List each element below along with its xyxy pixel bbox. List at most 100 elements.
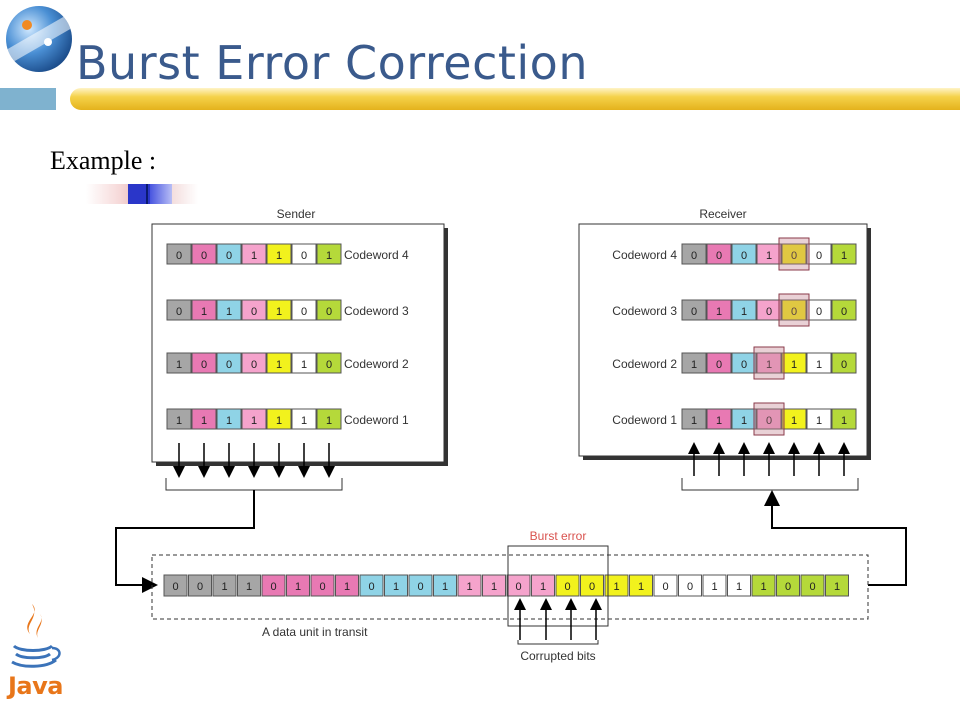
transit-bit-value: 1 (221, 581, 227, 593)
bit-value: 1 (176, 415, 182, 427)
decorative-bar (86, 184, 198, 204)
java-logo (11, 604, 61, 668)
bit-value: 0 (301, 250, 307, 262)
bit-value: 0 (791, 306, 797, 318)
transit-bit-cell (261, 574, 286, 597)
bit-cell (291, 352, 317, 374)
burst-error-label: Burst error (530, 529, 587, 543)
bit-cell (831, 299, 857, 321)
codeword-label: Codeword 3 (612, 304, 677, 318)
bit-cell (731, 243, 757, 265)
bit-value: 0 (816, 306, 822, 318)
bit-value: 0 (691, 306, 697, 318)
transit-bit-cell (629, 574, 653, 597)
bit-value: 0 (176, 250, 182, 262)
transit-frame (151, 554, 869, 620)
bit-value: 1 (716, 306, 722, 318)
transit-bit-cell (482, 574, 506, 597)
transit-bit-value: 0 (172, 581, 178, 593)
transit-bit-cell (776, 574, 800, 597)
bit-cell (291, 243, 317, 265)
title-underline-bar (70, 88, 960, 110)
java-wordmark: Java (8, 672, 63, 700)
bit-cell (831, 408, 857, 430)
transit-bit-value: 0 (687, 581, 693, 593)
bit-value: 1 (741, 306, 747, 318)
transit-bit-value: 0 (564, 581, 570, 593)
page-title: Burst Error Correction (76, 36, 588, 90)
bit-value: 0 (301, 306, 307, 318)
bit-value: 1 (276, 250, 282, 262)
bit-value: 1 (201, 415, 207, 427)
title-accent-bar (0, 88, 56, 110)
transit-bit-cell (678, 574, 702, 597)
burst-error-box (507, 545, 609, 627)
bit-value: 1 (251, 250, 257, 262)
transit-bit-cell (702, 574, 727, 597)
transit-bit-value: 0 (785, 581, 791, 593)
codeword-label: Codeword 3 (344, 304, 409, 318)
transit-bit-value: 0 (662, 581, 668, 593)
transit-bit-cell (800, 574, 825, 597)
transit-bit-cell (237, 574, 261, 597)
bit-cell (681, 408, 707, 430)
transit-bit-value: 1 (760, 581, 766, 593)
sender-bracket (165, 478, 343, 491)
transit-bit-value: 0 (417, 581, 423, 593)
bit-cell (781, 408, 807, 430)
bit-cell (706, 299, 732, 321)
bit-value: 0 (766, 306, 772, 318)
bit-cell (806, 408, 832, 430)
bit-cell (316, 243, 342, 265)
corrupted-highlight (753, 346, 785, 380)
bit-cell (756, 352, 782, 374)
bit-value: 1 (766, 359, 772, 371)
bit-value: 1 (816, 359, 822, 371)
bit-cell (316, 299, 342, 321)
transit-bit-cell (506, 574, 531, 597)
bit-value: 0 (251, 306, 257, 318)
transit-bit-value: 1 (834, 581, 840, 593)
bit-value: 1 (741, 415, 747, 427)
transit-bit-value: 0 (809, 581, 815, 593)
bit-cell (781, 352, 807, 374)
bit-cell (831, 352, 857, 374)
bit-value: 1 (716, 415, 722, 427)
transit-bit-value: 1 (246, 581, 252, 593)
bit-value: 1 (276, 415, 282, 427)
corrupted-bracket (517, 640, 599, 645)
bit-value: 0 (201, 250, 207, 262)
bit-cell (731, 299, 757, 321)
corrupted-bit-arrows (514, 598, 602, 640)
sender-label: Sender (277, 207, 316, 221)
transit-bit-cell (531, 574, 555, 597)
sender-arrows (173, 443, 335, 478)
codeword-label: Codeword 4 (344, 248, 409, 262)
transit-bit-cell (310, 574, 335, 597)
bit-value: 0 (766, 415, 772, 427)
bit-cell (681, 299, 707, 321)
bit-value: 0 (226, 250, 232, 262)
bit-cell (166, 299, 192, 321)
bit-value: 0 (816, 250, 822, 262)
bit-cell (216, 408, 242, 430)
bit-cell (291, 299, 317, 321)
bit-value: 1 (841, 250, 847, 262)
transit-bit-cell (555, 574, 580, 597)
bit-value: 1 (276, 306, 282, 318)
codeword-label: Codeword 2 (612, 357, 677, 371)
bit-cell (241, 243, 267, 265)
logo (6, 6, 72, 72)
transit-bit-value: 1 (736, 581, 742, 593)
bit-value: 0 (841, 359, 847, 371)
transit-to-receiver-line (764, 490, 907, 586)
example-label: Example : (50, 146, 157, 175)
transit-bit-value: 0 (368, 581, 374, 593)
bit-cell (831, 243, 857, 265)
bit-cell (731, 352, 757, 374)
transit-bit-cell (212, 574, 237, 597)
bit-cell (241, 299, 267, 321)
bit-value: 0 (716, 359, 722, 371)
transit-bit-cell (359, 574, 384, 597)
